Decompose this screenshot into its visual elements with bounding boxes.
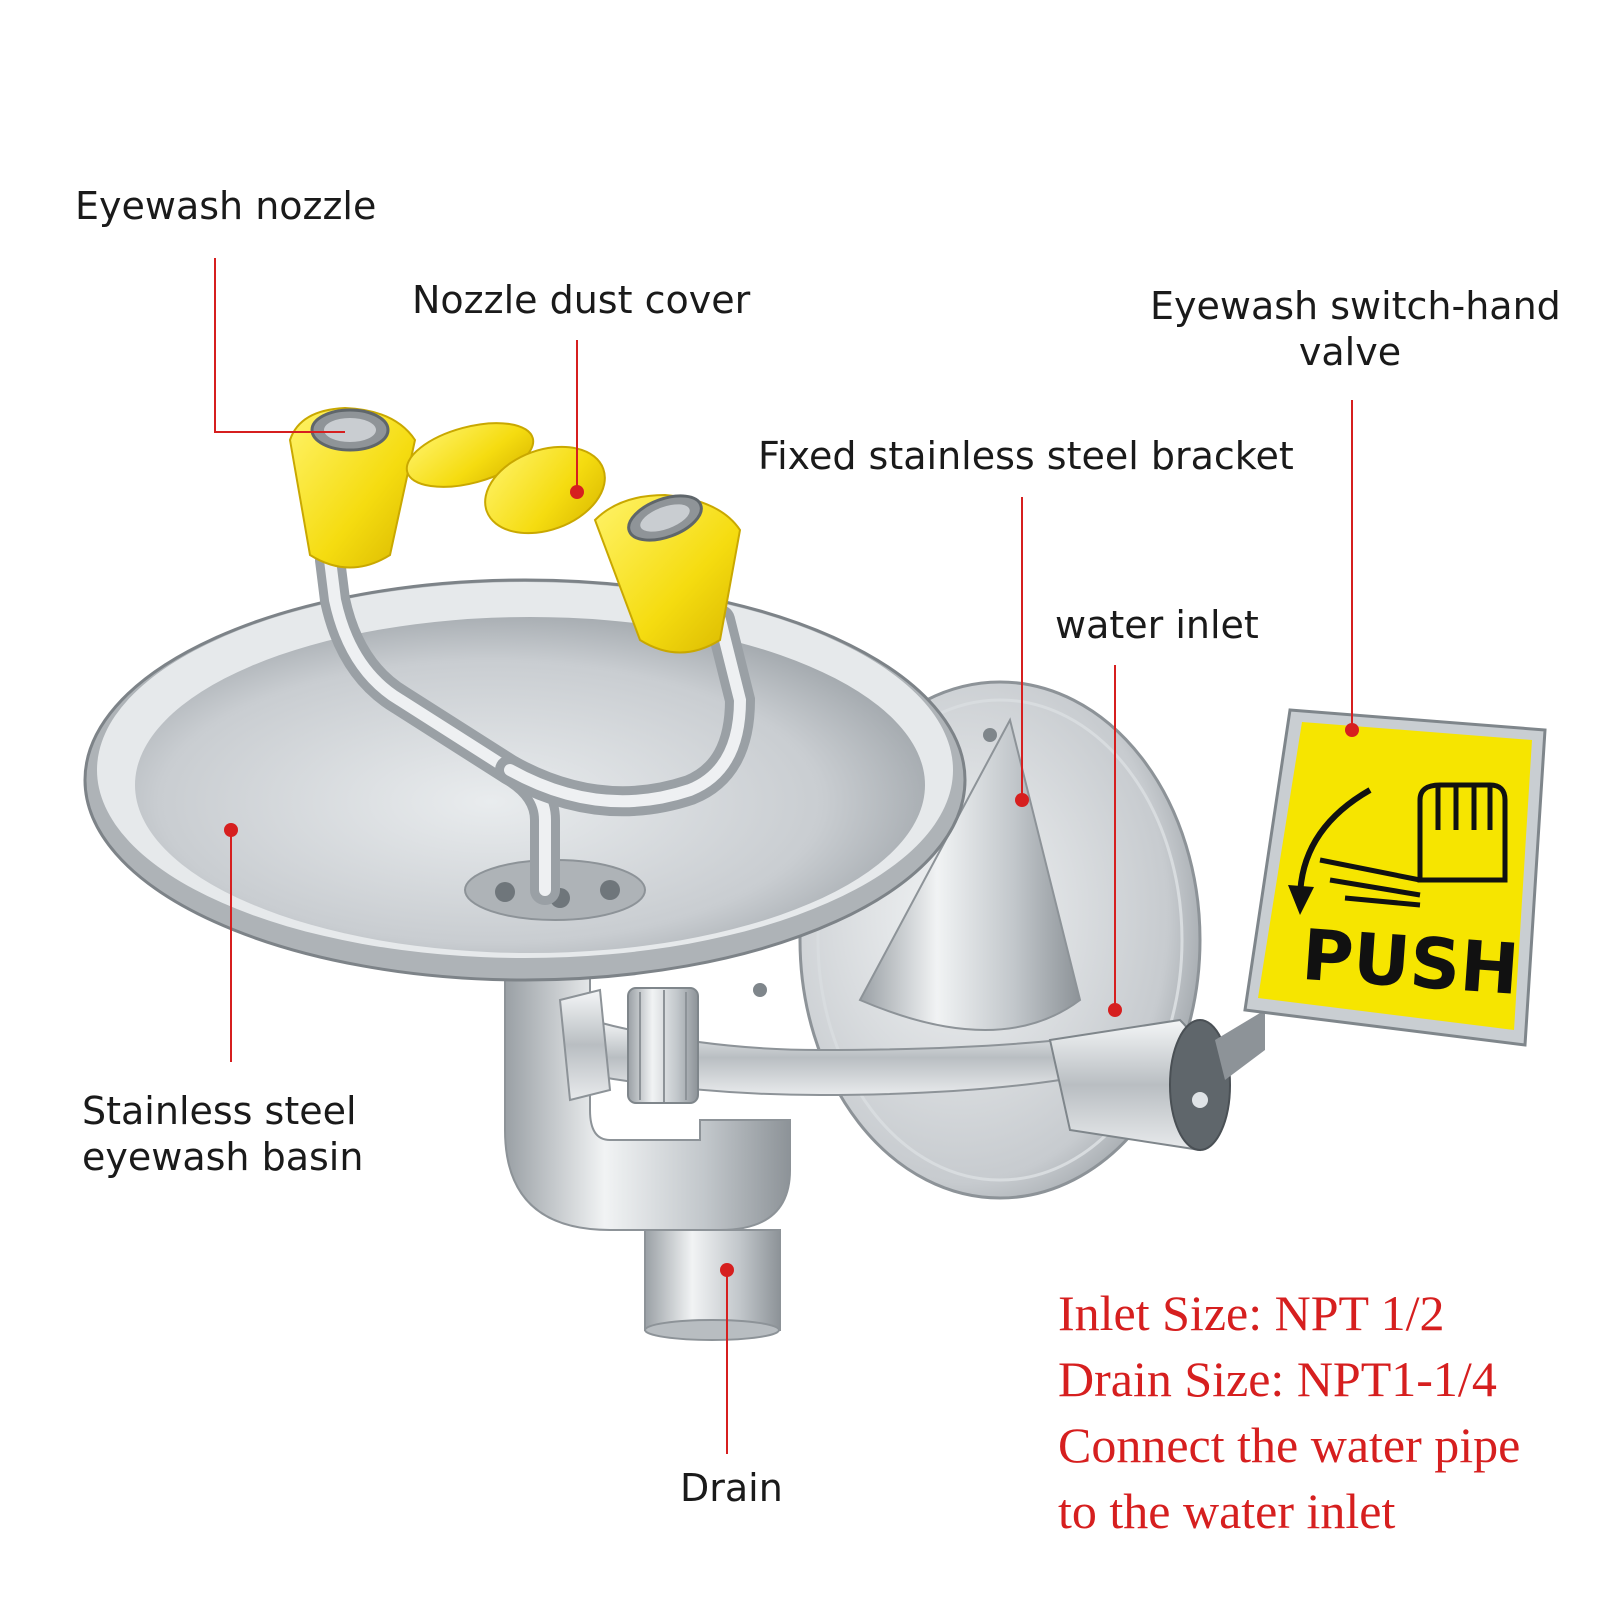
callout-dot-dust-cover bbox=[570, 485, 584, 499]
hand-icon bbox=[1319, 782, 1508, 908]
callout-dot-switch bbox=[1345, 723, 1359, 737]
supply-pipe bbox=[558, 987, 1061, 1104]
callout-dot-basin bbox=[224, 823, 238, 837]
label-nozzle-dust-cover: Nozzle dust cover bbox=[412, 278, 751, 322]
spec-inlet-size: Inlet Size: NPT 1/2 bbox=[1058, 1285, 1445, 1341]
spec-block: Inlet Size: NPT 1/2 Drain Size: NPT1-1/4… bbox=[1058, 1280, 1520, 1544]
push-arrow-icon bbox=[1297, 787, 1372, 901]
label-eyewash-basin: Stainless steel eyewash basin bbox=[82, 1088, 363, 1180]
label-eyewash-nozzle: Eyewash nozzle bbox=[75, 184, 377, 228]
spec-connect-line1: Connect the water pipe bbox=[1058, 1417, 1521, 1473]
callout-dot-drain bbox=[720, 1263, 734, 1277]
callout-dot-bracket bbox=[1015, 793, 1029, 807]
label-drain: Drain bbox=[680, 1466, 783, 1510]
right-nozzle-head bbox=[593, 493, 742, 654]
label-eyewash-basin-line2: eyewash basin bbox=[82, 1135, 364, 1179]
left-nozzle-head bbox=[288, 406, 417, 569]
push-sign: PUSH bbox=[1243, 708, 1547, 1047]
label-water-inlet: water inlet bbox=[1055, 603, 1259, 647]
callout-line-eyewash-nozzle bbox=[214, 258, 345, 433]
hand-valve-body bbox=[1048, 1010, 1265, 1152]
callout-dot-water-inlet bbox=[1108, 1003, 1122, 1017]
label-eyewash-switch: Eyewash switch-hand valve bbox=[1150, 283, 1561, 375]
label-fixed-bracket: Fixed stainless steel bracket bbox=[758, 434, 1294, 478]
dust-covers bbox=[405, 422, 606, 535]
callout-dots bbox=[224, 485, 1359, 1277]
push-sign-text: PUSH bbox=[1299, 914, 1521, 1011]
spec-drain-size: Drain Size: NPT1-1/4 bbox=[1058, 1351, 1497, 1407]
spec-connect-line2: to the water inlet bbox=[1058, 1483, 1396, 1539]
label-eyewash-switch-line2: valve bbox=[1298, 330, 1402, 374]
label-eyewash-basin-line1: Stainless steel bbox=[82, 1089, 357, 1133]
callout-lines bbox=[214, 258, 1353, 1454]
label-eyewash-switch-line1: Eyewash switch-hand bbox=[1150, 284, 1561, 328]
nozzle-tube bbox=[315, 545, 756, 905]
